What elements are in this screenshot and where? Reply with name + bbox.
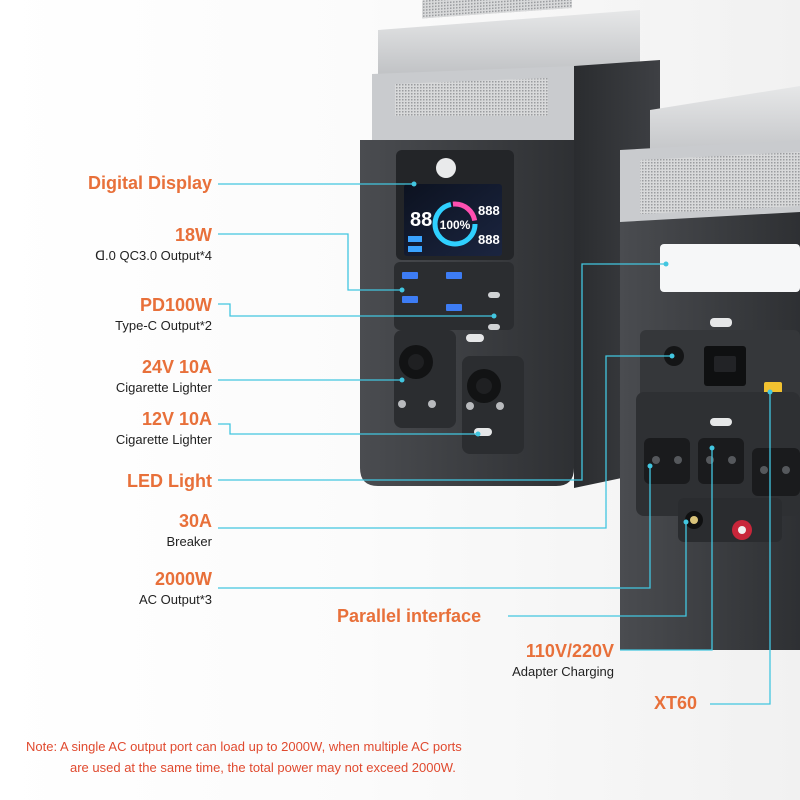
ac-outlet-1[interactable]	[644, 438, 690, 484]
callout-subtitle: ꓷ.0 QC3.0 Output*4	[95, 248, 212, 263]
svg-text:888: 888	[478, 232, 500, 247]
led-light-strip	[660, 244, 800, 292]
callout-subtitle: Type-C Output*2	[115, 318, 212, 333]
usb-port-1[interactable]	[402, 272, 418, 279]
left-unit-handle-grille	[395, 78, 548, 116]
usb-port-3[interactable]	[402, 296, 418, 303]
parallel-panel	[678, 498, 782, 542]
lcd-battery-percent: 100%	[440, 218, 471, 232]
note-line-2: are used at the same time, the total pow…	[70, 760, 456, 775]
ac-outlet-3[interactable]	[752, 448, 800, 496]
callout-title: Parallel interface	[337, 606, 482, 626]
left-unit-top-grille	[422, 0, 572, 19]
callout-usb-18w: 18W ꓷ.0 QC3.0 Output*4	[95, 224, 212, 264]
usb-port-2[interactable]	[446, 272, 462, 279]
usb-panel-button[interactable]	[466, 334, 484, 342]
power-button[interactable]	[436, 158, 456, 178]
usb-port-4[interactable]	[446, 304, 462, 311]
lcd-ring	[432, 201, 478, 247]
note-line-1: Note: A single AC output port can load u…	[26, 739, 462, 754]
callout-subtitle: Adapter Charging	[512, 664, 614, 679]
right-unit	[620, 86, 800, 650]
callout-subtitle: Breaker	[166, 534, 212, 549]
type-c-port-2[interactable]	[488, 324, 500, 330]
callout-title: 18W	[174, 225, 212, 245]
callout-xt60: XT60	[654, 692, 697, 714]
callout-title: LED Light	[127, 471, 212, 491]
lcd-screen	[404, 184, 502, 256]
callout-subtitle: AC Output*3	[139, 592, 212, 607]
callout-pd100w: PD100W Type-C Output*2	[115, 294, 212, 334]
lcd-left-digits: 88	[410, 209, 432, 231]
ac-button[interactable]	[710, 418, 732, 426]
usb-panel	[394, 262, 514, 330]
callout-cig-12v: 12V 10A Cigarette Lighter	[116, 408, 212, 448]
callout-title: 2000W	[154, 569, 212, 589]
callout-title: Digital Display	[87, 173, 212, 193]
leader-endpoints	[399, 181, 773, 525]
left-unit: 88 100% 888 888	[360, 0, 660, 488]
callout-title: 24V 10A	[141, 357, 212, 377]
callout-title: 110V/220V	[525, 641, 614, 661]
ac-outlet-2[interactable]	[698, 438, 744, 484]
power-note: Note: A single AC output port can load u…	[26, 736, 586, 778]
callout-subtitle: Cigarette Lighter	[115, 432, 212, 447]
callout-adapter: 110V/220V Adapter Charging	[512, 640, 614, 680]
callout-subtitle: Cigarette Lighter	[115, 380, 212, 395]
callout-ac-output: 2000W AC Output*3	[139, 568, 212, 608]
callout-breaker: 30A Breaker	[166, 510, 212, 550]
callout-title: 30A	[178, 511, 212, 531]
callout-digital-display: Digital Display	[88, 172, 212, 194]
led-button[interactable]	[710, 318, 732, 327]
callout-title: PD100W	[139, 295, 212, 315]
lcd-right-digits: 888	[478, 203, 500, 218]
leader-lines	[218, 183, 771, 705]
type-c-port-1[interactable]	[488, 292, 500, 298]
callout-cig-24v: 24V 10A Cigarette Lighter	[116, 356, 212, 396]
callout-parallel: Parallel interface	[337, 605, 481, 627]
callout-led-light: LED Light	[127, 470, 212, 492]
callout-title: 12V 10A	[141, 409, 212, 429]
callout-title: XT60	[654, 693, 698, 713]
